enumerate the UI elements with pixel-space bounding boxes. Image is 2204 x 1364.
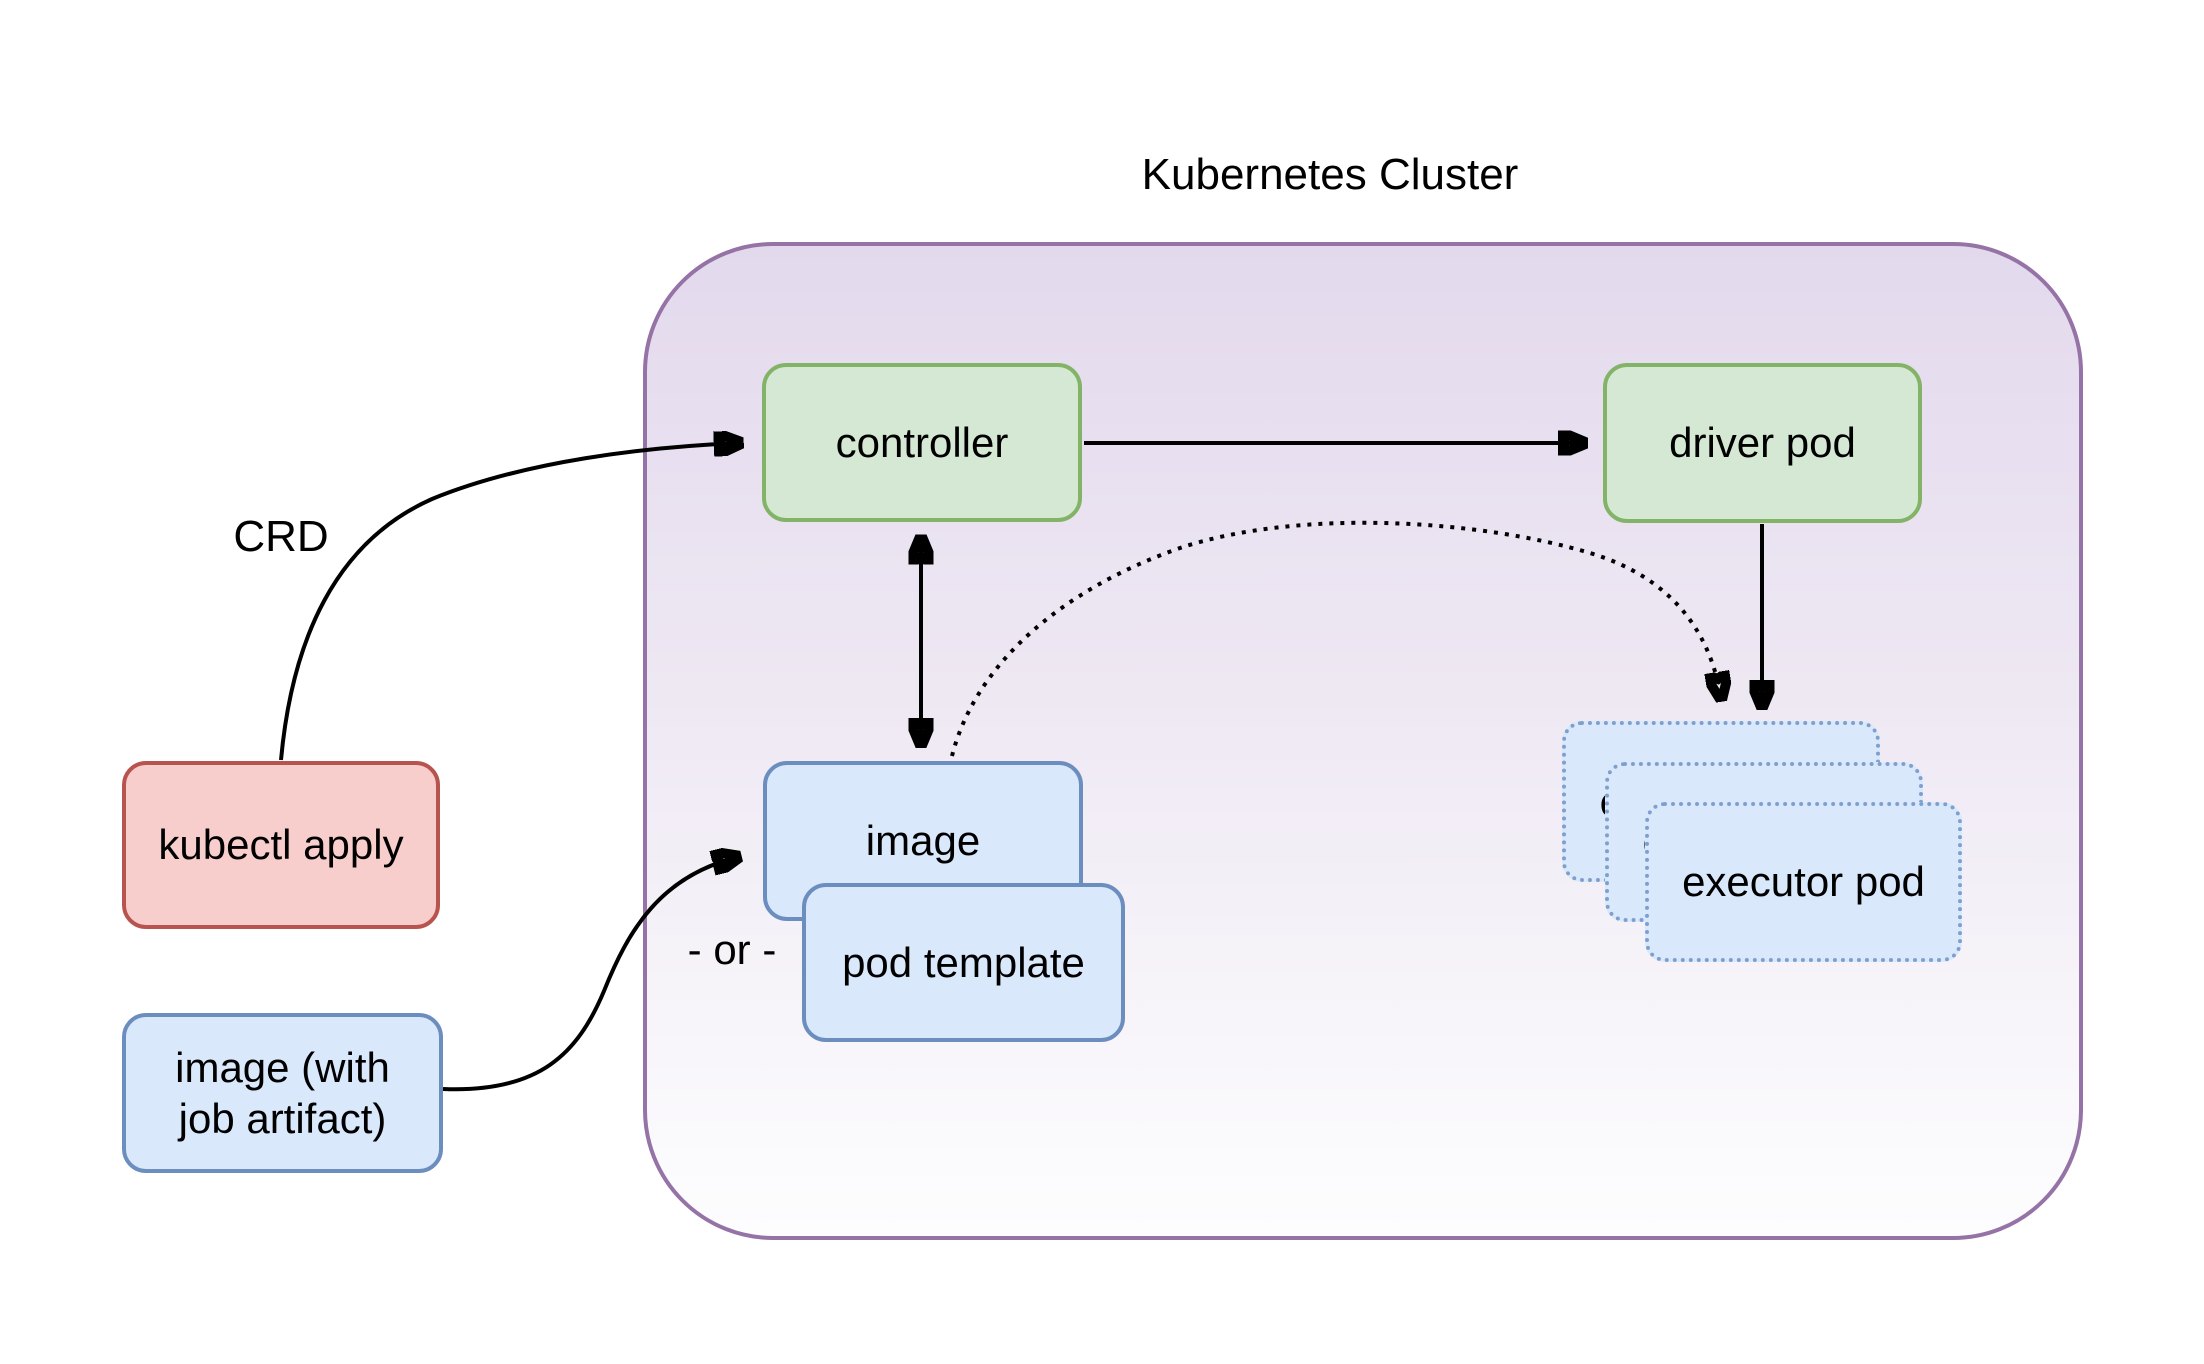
node-image-with-job-artifact: image (with job artifact) — [122, 1013, 443, 1173]
crd-edge-label: CRD — [233, 512, 329, 561]
node-driver-pod: driver pod — [1603, 363, 1922, 523]
node-controller-label: controller — [835, 418, 1009, 466]
node-image-label: image — [865, 817, 981, 864]
node-pod-template-label: pod template — [842, 938, 1085, 986]
node-pod-template: pod template — [802, 883, 1125, 1042]
node-executor-pod-front-label: executor pod — [1682, 858, 1925, 905]
cluster-title: Kubernetes Cluster — [1141, 150, 1519, 199]
node-image-with-job-artifact-label: image (with job artifact) — [175, 1043, 390, 1142]
node-driver-pod-label: driver pod — [1669, 419, 1856, 466]
node-kubectl-apply: kubectl apply — [122, 761, 440, 929]
node-controller: controller — [762, 363, 1082, 522]
node-executor-pod-front: executor pod — [1645, 802, 1962, 962]
node-kubectl-apply-label: kubectl apply — [158, 821, 404, 868]
